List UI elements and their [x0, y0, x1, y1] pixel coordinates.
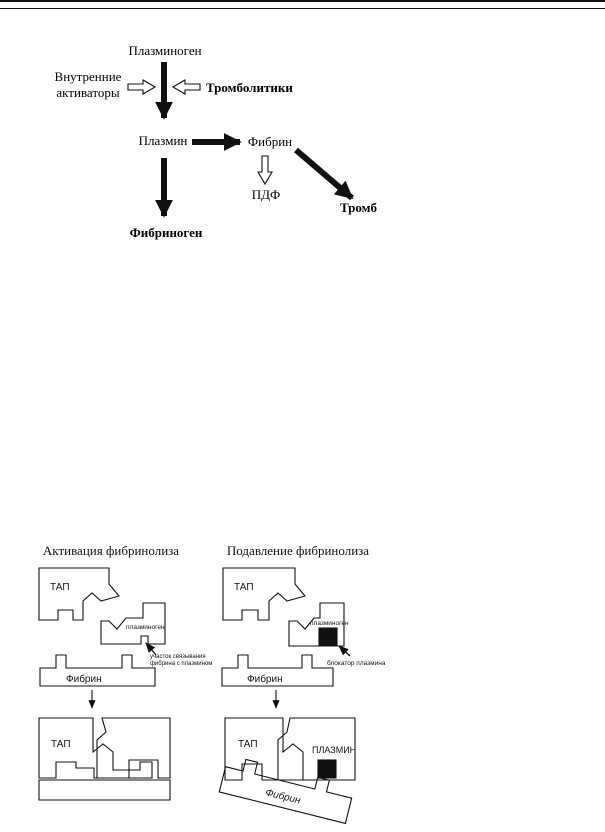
fibrin-label: Фибрин: [248, 134, 292, 149]
fibrin-label-left: Фибрин: [66, 673, 102, 685]
thrombus-label: Тромб: [340, 200, 378, 215]
blocker-square-right: [318, 627, 338, 646]
plasminogen-label: Плазминоген: [128, 43, 201, 58]
suppression-title: Подавление фибринолиза: [227, 543, 369, 558]
tap-block-left: [38, 567, 120, 621]
plasminogen-block-left: [100, 602, 166, 645]
blocker-note: блокатор плазмина: [327, 659, 386, 667]
fibrinogen-label: Фибриноген: [130, 225, 203, 240]
tap-label-bound-left: ТАП: [51, 739, 71, 750]
fibrin-label-right: Фибрин: [247, 673, 283, 685]
arrow-fibrin-to-thrombus: [294, 147, 354, 201]
fibrin-block-left: [39, 654, 156, 687]
blocker-pointer: [338, 645, 351, 657]
plasmin-label-right: ПЛАЗМИН: [312, 745, 356, 755]
plasmin-label: Плазмин: [139, 133, 188, 148]
thrombolytics-label: Тромболитики: [206, 80, 293, 95]
binding-site-note-2: фибрина с плазмином: [150, 661, 212, 667]
mechanism-diagram: Активация фибринолиза Подавление фибрино…: [38, 543, 386, 825]
plasminogen-label-left: плазминоген: [126, 624, 165, 631]
tap-label-right: ТАП: [234, 582, 254, 593]
activation-title: Активация фибринолиза: [43, 543, 179, 558]
binding-site-pointer: [145, 642, 157, 656]
internal-activators-label-1: Внутренние: [55, 69, 122, 84]
binding-site-note-1: участок связывания: [150, 654, 206, 660]
arrow-fibrin-to-pdf: [257, 155, 273, 186]
arrow-internal-activators: [127, 79, 157, 95]
fibrin-block-right: [221, 654, 334, 687]
tap-unbound-right: [224, 717, 304, 781]
plasminogen-block-right: [288, 602, 345, 647]
pdf-label: ПДФ: [252, 187, 281, 202]
arrow-thrombolytics: [171, 79, 201, 95]
fibrin-label-detached: Фибрин: [264, 786, 302, 806]
plasminogen-bound-left: [96, 717, 171, 779]
plasminogen-label-right: плазминоген: [310, 620, 349, 627]
tap-label-unbound-right: ТАП: [238, 739, 258, 750]
header-rule: [0, 0, 605, 9]
fibrinolysis-flowchart: Плазминоген Внутренние активаторы Тромбо…: [55, 43, 378, 240]
tap-label-left: ТАП: [50, 582, 70, 593]
internal-activators-label-2: активаторы: [56, 85, 119, 100]
fibrin-bound-left: [38, 779, 171, 801]
tap-block-right: [222, 567, 306, 621]
tap-bound-left: [38, 717, 153, 779]
blocker-square-bound-right: [317, 759, 337, 779]
